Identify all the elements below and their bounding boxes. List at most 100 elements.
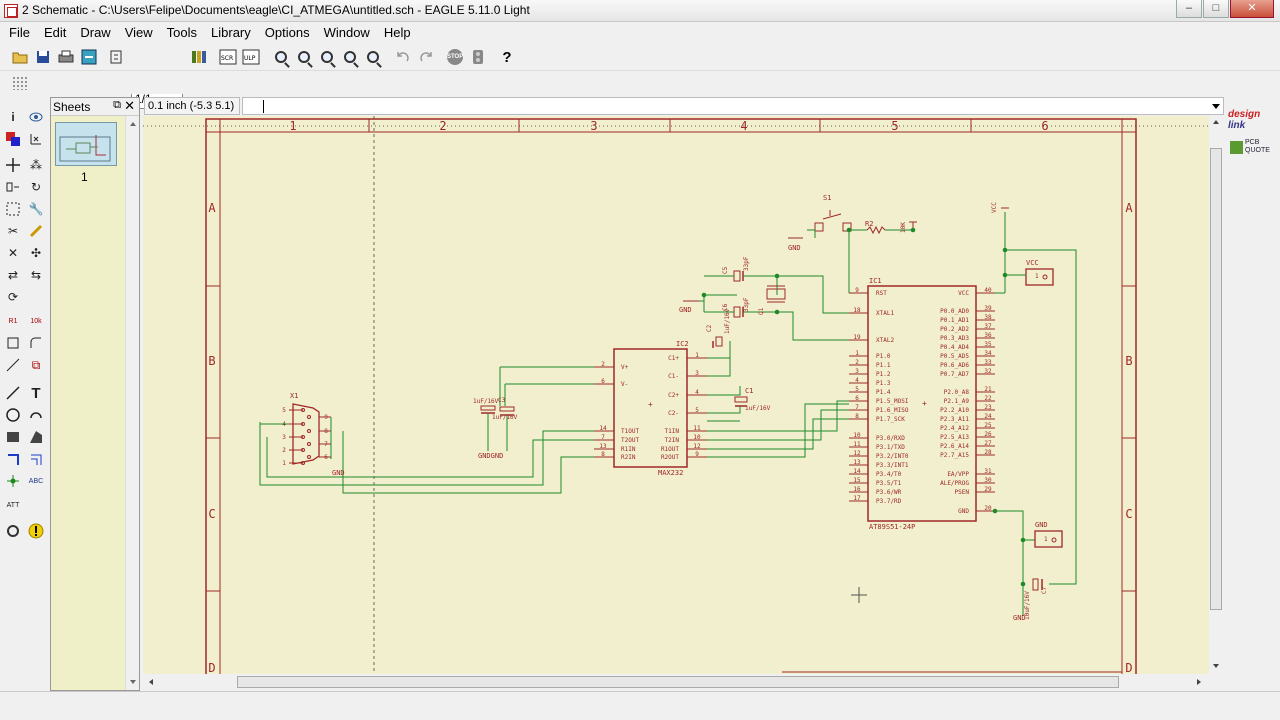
polygon-icon[interactable] <box>27 428 45 446</box>
menu-edit[interactable]: Edit <box>43 25 67 40</box>
add-icon[interactable]: ✣ <box>30 246 42 260</box>
ulp-icon[interactable]: ULP <box>241 47 261 67</box>
rect-icon[interactable] <box>4 428 22 446</box>
split-icon[interactable] <box>4 356 22 374</box>
use-library-icon[interactable] <box>190 47 210 67</box>
menu-library[interactable]: Library <box>211 25 251 40</box>
toolbar-grip[interactable] <box>12 76 28 90</box>
zoom-redraw-icon[interactable] <box>340 47 360 67</box>
cut-icon[interactable]: ✂ <box>7 224 19 238</box>
go-icon[interactable] <box>468 47 488 67</box>
display-layers-icon[interactable] <box>4 130 22 148</box>
errors-icon[interactable] <box>27 522 45 540</box>
minimize-button[interactable]: – <box>1176 0 1202 18</box>
script-icon[interactable]: SCR <box>218 47 238 67</box>
pinswap-icon[interactable]: ⇄ <box>7 268 19 282</box>
delete-icon[interactable]: ✕ <box>7 246 19 260</box>
c7-gnd-label: GND <box>1013 614 1026 622</box>
invoke-icon[interactable]: ⧉ <box>31 357 41 372</box>
menu-draw[interactable]: Draw <box>80 25 111 40</box>
ic1-pin-number: 18 <box>853 307 861 314</box>
canvas-vertical-scrollbar[interactable] <box>1209 116 1223 674</box>
erc-icon[interactable] <box>4 522 22 540</box>
attribute-icon[interactable]: ATT <box>6 501 20 509</box>
redo-icon[interactable] <box>416 47 436 67</box>
wire-icon[interactable] <box>4 384 22 402</box>
x1-pin-contact <box>307 442 311 446</box>
ic1-pin-label: P2.3_A11 <box>940 416 969 423</box>
r2-resistor-body <box>866 225 886 235</box>
bus-icon[interactable] <box>4 450 22 468</box>
chevron-down-icon[interactable] <box>1212 104 1220 109</box>
s1-gnd-label: GND <box>788 244 801 252</box>
canvas-vertical-thumb[interactable] <box>1210 148 1222 610</box>
arc-icon[interactable] <box>27 406 45 424</box>
smash-icon[interactable] <box>4 334 22 352</box>
maximize-button[interactable]: □ <box>1203 0 1229 18</box>
ic1-pin-label: P3.5/T1 <box>876 480 902 487</box>
replace-icon[interactable]: ⟳ <box>7 290 19 304</box>
open-icon[interactable] <box>10 47 30 67</box>
ic1-pin-number: 37 <box>984 323 992 330</box>
save-icon[interactable] <box>33 47 53 67</box>
eagle-app-icon[interactable] <box>4 4 18 18</box>
mirror-icon[interactable] <box>4 178 22 196</box>
mark-icon[interactable] <box>27 130 45 148</box>
print-icon[interactable] <box>56 47 76 67</box>
close-button[interactable]: ✕ <box>1230 0 1274 18</box>
info-icon[interactable]: i <box>11 110 15 124</box>
zoom-in-icon[interactable] <box>294 47 314 67</box>
text-icon[interactable]: T <box>31 384 41 402</box>
undock-icon[interactable]: ⧉ <box>113 99 121 111</box>
menu-tools[interactable]: Tools <box>166 25 198 40</box>
ic2-name: IC2 <box>676 340 689 348</box>
label-icon[interactable]: ABC <box>28 477 44 485</box>
stop-icon[interactable]: STOP <box>445 47 465 67</box>
zoom-fit-icon[interactable] <box>271 47 291 67</box>
close-icon[interactable]: ✕ <box>124 98 135 113</box>
c5-body <box>733 270 741 282</box>
name-icon[interactable]: R1 <box>8 317 18 325</box>
menu-view[interactable]: View <box>124 25 153 40</box>
undo-icon[interactable] <box>393 47 413 67</box>
sheets-scrollbar[interactable] <box>125 116 139 690</box>
group-icon[interactable] <box>4 200 22 218</box>
pcb-quote-button[interactable]: PCB QUOTE <box>1230 139 1276 157</box>
menu-window[interactable]: Window <box>323 25 370 40</box>
help-icon[interactable]: ? <box>502 48 512 66</box>
sheet-thumbnail[interactable] <box>55 122 117 166</box>
value-icon[interactable]: 10k <box>30 317 42 325</box>
ic2-pin-number: 14 <box>599 425 607 432</box>
ic1-pin-label: VCC <box>958 290 969 297</box>
c4-body <box>499 406 515 412</box>
menu-help[interactable]: Help <box>383 25 411 40</box>
ic2-pin-label: R2OUT <box>661 454 679 461</box>
menu-options[interactable]: Options <box>264 25 310 40</box>
paste-icon[interactable] <box>27 222 45 240</box>
junction-icon[interactable] <box>4 472 22 490</box>
circle-icon[interactable] <box>4 406 22 424</box>
change-wrench-icon[interactable]: 🔧 <box>28 202 44 216</box>
move-icon[interactable] <box>4 156 22 174</box>
ic1-pin-label: P1.4 <box>876 389 891 396</box>
miter-icon[interactable] <box>27 334 45 352</box>
canvas-horizontal-scrollbar[interactable] <box>143 674 1209 690</box>
ic1-pin-label: P3.4/T0 <box>876 471 902 478</box>
gateswap-icon[interactable]: ⇆ <box>30 268 42 282</box>
menu-file[interactable]: File <box>9 25 30 40</box>
zoom-select-icon[interactable] <box>363 47 383 67</box>
board-switch-icon[interactable] <box>106 47 126 67</box>
canvas-horizontal-thumb[interactable] <box>237 676 1119 688</box>
rotate-icon[interactable]: ↻ <box>30 180 42 194</box>
command-input[interactable] <box>242 97 1224 115</box>
ic1-pin-label: P3.6/WR <box>876 489 902 496</box>
zoom-out-icon[interactable] <box>317 47 337 67</box>
net-icon[interactable] <box>27 450 45 468</box>
cam-processor-icon[interactable] <box>79 47 99 67</box>
copy-icon[interactable]: ⁂ <box>30 158 42 172</box>
show-eye-icon[interactable] <box>27 108 45 126</box>
drawing-frame-outer <box>205 118 1137 674</box>
